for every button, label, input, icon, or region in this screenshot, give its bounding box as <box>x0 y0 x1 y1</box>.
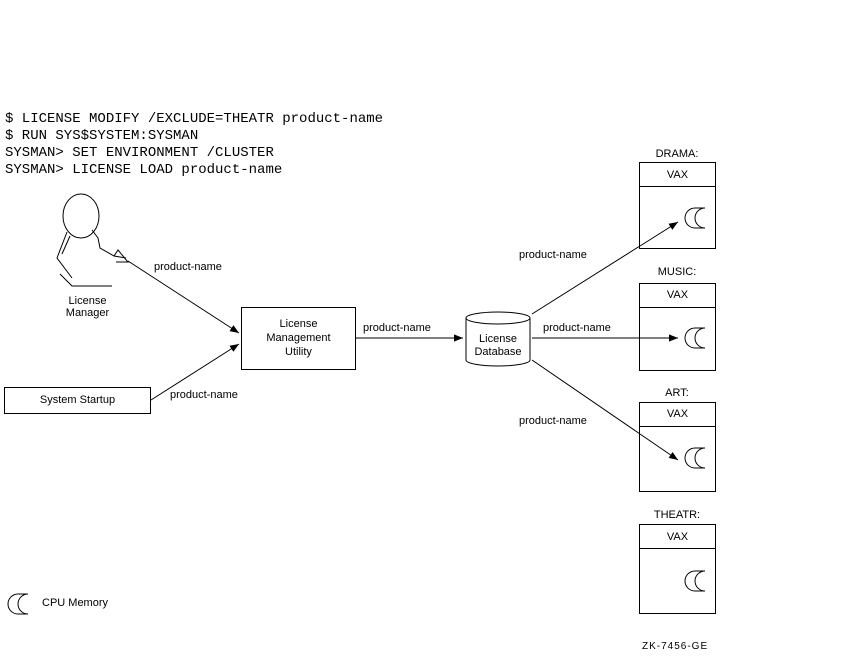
database-line2: Database <box>474 346 522 358</box>
lmu-line1: License <box>279 318 318 330</box>
node-cpu-divider-art <box>639 402 716 427</box>
node-name-theatr: THEATR: <box>653 509 701 521</box>
flow-label-lmu: product-name <box>363 322 431 334</box>
arrow-startup-to-lmu <box>150 343 240 401</box>
node-cpu-divider-music <box>639 283 716 308</box>
flow-label-art: product-name <box>519 415 587 427</box>
flow-label-startup: product-name <box>170 389 238 401</box>
database-label: License Database <box>466 333 530 359</box>
system-startup-box <box>4 387 151 414</box>
lmu-label: License Management Utility <box>241 317 356 359</box>
license-manager-label: License Manager <box>50 295 125 319</box>
command-line-3: SYSMAN> SET ENVIRONMENT /CLUSTER <box>5 145 274 161</box>
database-cylinder <box>465 311 531 367</box>
lmu-line2: Management <box>266 332 331 344</box>
node-cpu-drama: VAX <box>666 169 689 181</box>
system-startup-label: System Startup <box>39 394 116 406</box>
figure-id: ZK-7456-GE <box>642 641 709 652</box>
command-line-1: $ LICENSE MODIFY /EXCLUDE=THEATR product… <box>5 111 384 127</box>
node-name-music: MUSIC: <box>657 266 697 278</box>
node-name-drama: DRAMA: <box>655 148 699 160</box>
command-line-2: $ RUN SYS$SYSTEM:SYSMAN <box>5 128 199 144</box>
node-cpu-art: VAX <box>666 408 689 420</box>
arrow-manager-to-lmu <box>127 260 240 334</box>
node-box-theatr <box>639 524 716 614</box>
node-cpu-divider-theatr <box>639 524 716 549</box>
cpu-memory-icon <box>7 593 29 615</box>
flow-label-music: product-name <box>543 322 611 334</box>
node-box-music <box>639 283 716 371</box>
flow-label-drama: product-name <box>519 249 587 261</box>
node-name-art: ART: <box>665 387 689 399</box>
license-manager-line1: License <box>68 295 107 307</box>
person-icon <box>56 193 130 287</box>
command-line-4: SYSMAN> LICENSE LOAD product-name <box>5 162 283 178</box>
lmu-line3: Utility <box>285 346 312 358</box>
flow-label-manager: product-name <box>154 261 222 273</box>
node-cpu-music: VAX <box>666 289 689 301</box>
node-cpu-theatr: VAX <box>666 531 689 543</box>
legend-label: CPU Memory <box>42 597 109 609</box>
node-cpu-divider-drama <box>639 162 716 187</box>
lmu-box <box>241 307 356 370</box>
database-line1: License <box>479 333 517 345</box>
license-manager-line2: Manager <box>65 307 110 319</box>
